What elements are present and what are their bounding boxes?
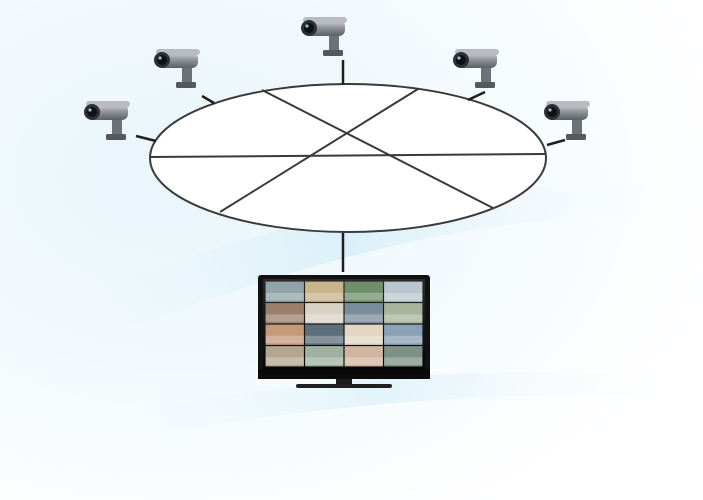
camera-feed-detail [384, 335, 423, 344]
camera-feed-tile [384, 346, 423, 367]
camera-feed-tile [344, 346, 383, 367]
camera-feed-tile [344, 303, 383, 324]
camera-feed-tile [265, 324, 304, 345]
camera-feed-detail [305, 335, 344, 344]
camera-feed-detail [265, 314, 304, 322]
camera-feed-tile [384, 281, 423, 302]
camera-feed-grid [265, 281, 423, 367]
camera-feed-tile [384, 303, 423, 324]
camera-feed-tile [305, 281, 344, 302]
camera-feed-tile [344, 281, 383, 302]
camera-feed-detail [344, 314, 383, 322]
camera-feed-detail [384, 314, 423, 322]
network-link [261, 89, 494, 209]
camera-feed-tile [305, 303, 344, 324]
camera-feed-detail [305, 292, 344, 301]
network-link [219, 88, 419, 213]
camera-connector [546, 138, 566, 147]
camera-connector [467, 90, 486, 102]
camera-feed-tile [265, 303, 304, 324]
camera-feed-tile [265, 281, 304, 302]
network-link [149, 153, 547, 158]
network-ring [149, 83, 547, 233]
monitor-icon [258, 275, 430, 388]
camera-feed-detail [265, 335, 304, 344]
camera-feed-tile [305, 346, 344, 367]
camera-feed-detail [344, 292, 383, 301]
background-swoosh [60, 372, 703, 450]
camera-feed-detail [265, 292, 304, 301]
camera-feed-tile [384, 324, 423, 345]
camera-feed-tile [305, 324, 344, 345]
camera-feed-detail [384, 292, 423, 301]
camera-feed-detail [344, 335, 383, 344]
camera-feed-detail [305, 314, 344, 322]
camera-feed-tile [265, 346, 304, 367]
camera-feed-detail [265, 357, 304, 365]
camera-feed-detail [384, 357, 423, 365]
camera-feed-detail [305, 357, 344, 365]
camera-connector [135, 134, 157, 143]
camera-feed-tile [344, 324, 383, 345]
camera-connector [201, 94, 215, 105]
camera-feed-detail [344, 357, 383, 365]
